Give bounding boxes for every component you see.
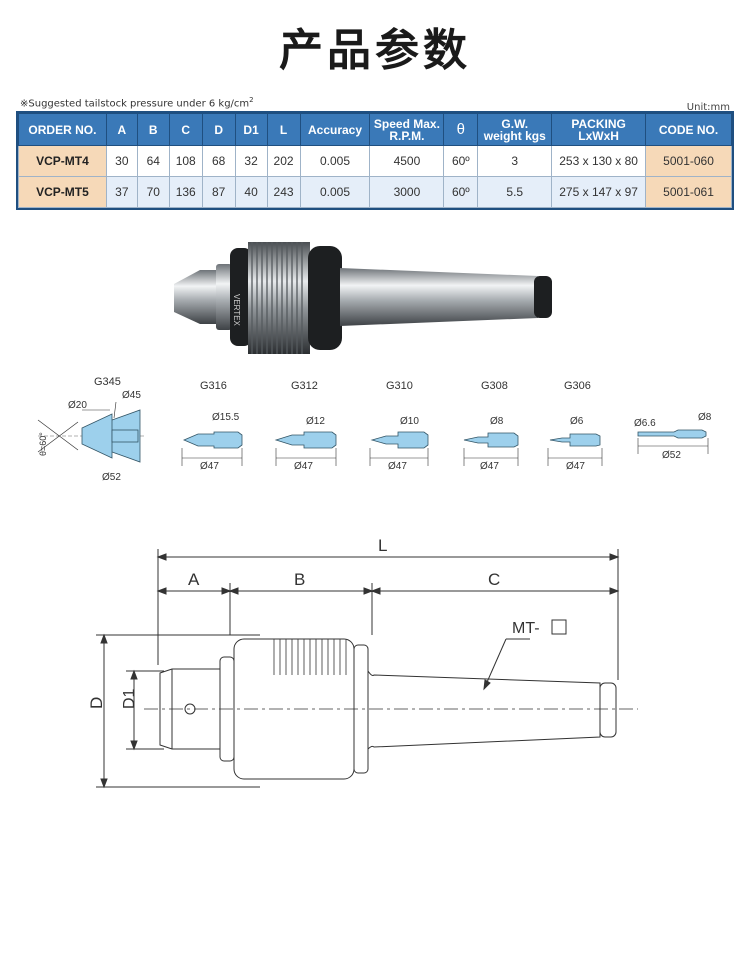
cell-accuracy: 0.005 xyxy=(299,145,371,177)
product-photo: VERTEX xyxy=(174,242,552,354)
cell-d1: 32 xyxy=(234,145,268,177)
header-d: D xyxy=(201,113,236,146)
cell-weight: 5.5 xyxy=(477,176,553,208)
svg-text:Ø47: Ø47 xyxy=(480,461,499,472)
cell-a: 37 xyxy=(105,176,138,208)
cell-c: 108 xyxy=(168,145,203,177)
svg-text:Ø12: Ø12 xyxy=(306,416,325,427)
tip-variants: G345 θ=60° Ø20 Ø45 Ø52 G316 Ø15.5 Ø47 G3… xyxy=(37,376,712,483)
svg-text:G310: G310 xyxy=(386,380,413,392)
svg-text:Ø47: Ø47 xyxy=(388,461,407,472)
svg-text:Ø47: Ø47 xyxy=(294,461,313,472)
pressure-note: ※Suggested tailstock pressure under 6 kg… xyxy=(20,96,254,110)
svg-text:Ø20: Ø20 xyxy=(68,400,87,411)
cell-speed: 4500 xyxy=(369,145,445,177)
tip-g312: G312 Ø12 Ø47 xyxy=(274,380,337,472)
header-order-no: ORDER NO. xyxy=(18,113,107,146)
cell-d1: 40 xyxy=(234,176,268,208)
svg-text:Ø52: Ø52 xyxy=(662,450,681,461)
header-c: C xyxy=(168,113,203,146)
cell-accuracy: 0.005 xyxy=(299,176,371,208)
dimension-drawing: L A B C D D1 MT- xyxy=(87,536,638,789)
svg-text:Ø47: Ø47 xyxy=(566,461,585,472)
svg-text:G312: G312 xyxy=(291,380,318,392)
cell-c: 136 xyxy=(168,176,203,208)
svg-text:Ø10: Ø10 xyxy=(400,416,419,427)
cell-b: 70 xyxy=(136,176,170,208)
cell-b: 64 xyxy=(136,145,170,177)
cell-speed: 3000 xyxy=(369,176,445,208)
table-row: VCP-MT4 30 64 108 68 32 202 0.005 4500 6… xyxy=(18,145,732,177)
cell-code: 5001-061 xyxy=(645,176,732,208)
tip-straight: Ø6.6 Ø8 Ø52 xyxy=(634,412,712,461)
svg-text:Ø52: Ø52 xyxy=(102,472,121,483)
svg-text:Ø15.5: Ø15.5 xyxy=(212,412,240,423)
cell-order: VCP-MT5 xyxy=(18,176,107,208)
svg-text:G345: G345 xyxy=(94,376,121,388)
tip-g345: G345 θ=60° Ø20 Ø45 Ø52 xyxy=(37,376,146,483)
cell-l: 243 xyxy=(266,176,301,208)
page-title: 产品参数 xyxy=(279,25,471,76)
cell-theta: 60º xyxy=(443,145,479,177)
svg-text:D1: D1 xyxy=(121,688,138,709)
svg-text:B: B xyxy=(294,570,305,589)
svg-text:L: L xyxy=(378,536,387,555)
cell-d: 87 xyxy=(201,176,236,208)
header-theta: θ xyxy=(443,113,479,146)
header-speed: Speed Max.R.P.M. xyxy=(369,113,445,146)
header-accuracy: Accuracy xyxy=(299,113,371,146)
svg-text:G308: G308 xyxy=(481,380,508,392)
svg-text:Ø47: Ø47 xyxy=(200,461,219,472)
knurl-grooves xyxy=(251,242,303,354)
table-row: VCP-MT5 37 70 136 87 40 243 0.005 3000 6… xyxy=(18,176,732,208)
svg-text:C: C xyxy=(488,570,500,589)
unit-label: Unit:mm xyxy=(686,102,730,113)
header-code-no: CODE NO. xyxy=(645,113,732,146)
header-b: B xyxy=(136,113,170,146)
svg-text:G316: G316 xyxy=(200,380,227,392)
cell-code: 5001-060 xyxy=(645,145,732,177)
header-l: L xyxy=(266,113,301,146)
svg-text:A: A xyxy=(188,570,200,589)
svg-text:D: D xyxy=(87,697,106,709)
spec-table: ORDER NO. A B C D D1 L Accuracy Speed Ma… xyxy=(16,111,734,210)
cell-order: VCP-MT4 xyxy=(18,145,107,177)
cell-weight: 3 xyxy=(477,145,553,177)
svg-text:θ=60°: θ=60° xyxy=(38,432,48,456)
svg-text:Ø45: Ø45 xyxy=(122,390,141,401)
tip-g306: G306 Ø6 Ø47 xyxy=(547,380,603,472)
brand-mark: VERTEX xyxy=(232,294,241,327)
header-a: A xyxy=(105,113,138,146)
tip-g308: G308 Ø8 Ø47 xyxy=(463,380,519,472)
svg-text:Ø8: Ø8 xyxy=(698,412,712,423)
cell-a: 30 xyxy=(105,145,138,177)
svg-text:Ø6.6: Ø6.6 xyxy=(634,418,656,429)
cell-packing: 253 x 130 x 80 xyxy=(551,145,647,177)
header-weight: G.W.weight kgs xyxy=(477,113,553,146)
svg-text:Ø8: Ø8 xyxy=(490,416,504,427)
cell-d: 68 xyxy=(201,145,236,177)
svg-text:MT-: MT- xyxy=(512,620,540,637)
table-header-row: ORDER NO. A B C D D1 L Accuracy Speed Ma… xyxy=(18,113,732,146)
header-d1: D1 xyxy=(234,113,268,146)
tip-g310: G310 Ø10 Ø47 xyxy=(369,380,429,472)
cell-packing: 275 x 147 x 97 xyxy=(551,176,647,208)
svg-text:Ø6: Ø6 xyxy=(570,416,584,427)
tip-g316: G316 Ø15.5 Ø47 xyxy=(181,380,243,472)
cell-theta: 60º xyxy=(443,176,479,208)
svg-text:G306: G306 xyxy=(564,380,591,392)
cell-l: 202 xyxy=(266,145,301,177)
